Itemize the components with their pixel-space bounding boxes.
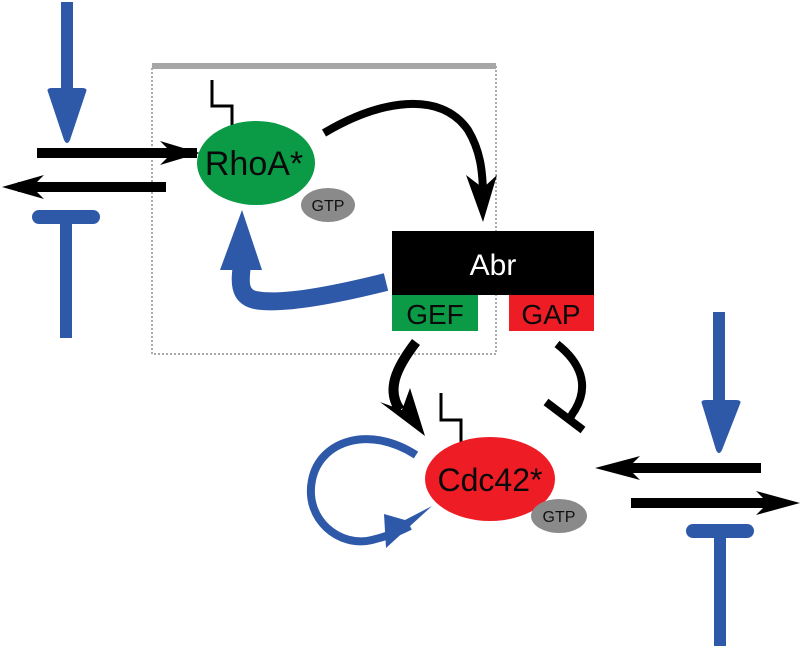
right-reverse-arrow-shaft [625,463,761,473]
gef-domain [392,295,478,331]
cdc42-label: Cdc42* [438,462,543,498]
left-blue-inhibitor-bar [32,210,100,224]
left-regulation [2,2,200,338]
rhoa-membrane-anchor [210,80,234,130]
left-reverse-arrow-head [2,175,44,199]
right-forward-arrow-shaft [631,498,771,508]
right-blue-inhibitor-bar [686,524,754,538]
cdc42-self-loop-arrowhead [384,506,432,548]
gef-to-rhoa-feedback-arrow [231,263,389,311]
cdc42-membrane-anchor [439,393,463,444]
left-reverse-arrow-shaft [18,182,166,192]
right-regulation [595,312,800,646]
cdc42-gtp-label: GTP [543,509,576,526]
right-forward-arrow-head [756,491,800,515]
right-reverse-arrow-head [595,456,640,480]
left-blue-inhibitor-stem [60,220,72,338]
right-blue-activator-stem [713,312,725,408]
gef-label: GEF [406,299,464,330]
right-blue-activator-head [701,400,741,453]
left-forward-arrow-head [160,141,200,165]
rhoa-gtp-label: GTP [312,198,345,215]
module-top-bar [152,63,496,69]
left-blue-activator-stem [61,2,73,98]
gap-inhibition-bar [543,398,586,434]
left-blue-activator-head [47,88,87,143]
gap-domain [509,295,594,331]
cdc42-gtp-badge [531,499,587,533]
gef-to-cdc42-arrow [388,338,420,413]
gef-to-rhoa-feedback-arrowhead [220,210,262,270]
abr-label: Abr [470,249,517,282]
rhoa-to-abr-arrowhead [466,175,497,222]
gap-label: GAP [521,299,580,330]
right-blue-inhibitor-stem [714,534,726,646]
rhoa-to-abr-arrow [321,99,487,199]
rhoa-node [197,121,315,205]
rhoa-gtp-badge [301,188,355,222]
gef-to-cdc42-arrowhead [380,388,425,436]
left-forward-arrow-shaft [37,148,197,158]
abr-block [392,231,594,295]
cdc42-node [425,437,555,521]
rhoa-label: RhoA* [205,145,303,183]
